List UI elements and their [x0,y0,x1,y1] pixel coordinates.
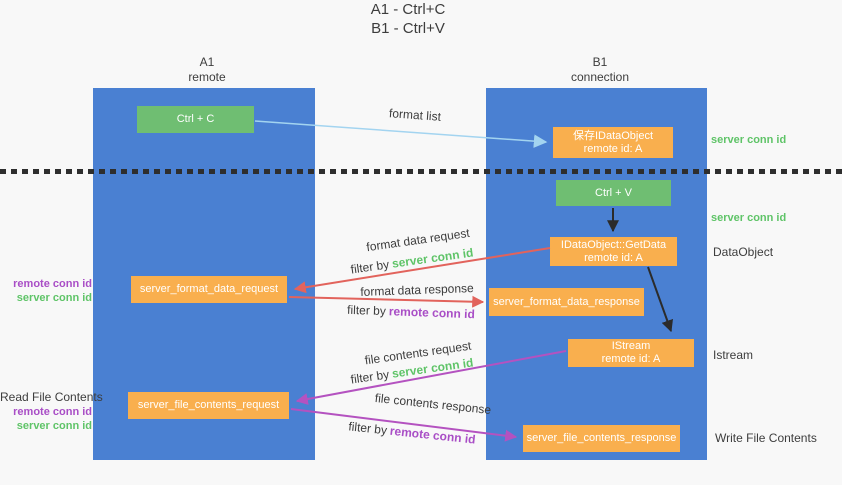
label-group-format-conn-ids: remote conn id server conn id [0,277,92,305]
label-server-conn-id-mid-right: server conn id [711,212,787,224]
node-save-idataobject-line2: remote id: A [583,142,643,155]
node-ctrl-v: Ctrl + V [556,180,671,206]
node-server-format-data-request: server_format_data_request [131,276,287,303]
filter-prefix: filter by [349,257,391,277]
column-a1-name: A1 [199,55,215,69]
filter-keyword-remote-conn-id: remote conn id [389,423,477,447]
flow-label-format-list: format list [388,106,442,124]
label-server-conn-id-left-2: server conn id [16,420,92,432]
title-line-1: A1 - Ctrl+C [370,1,446,18]
label-server-conn-id-left-1: server conn id [16,292,92,304]
node-ctrl-c: Ctrl + C [137,106,254,133]
column-b1-name: B1 [592,55,608,69]
label-server-conn-id-top-right: server conn id [711,134,787,146]
label-remote-conn-id-left-2: remote conn id [13,406,92,418]
node-server-file-contents-response-label: server_file_contents_response [526,432,677,444]
title-line-2: B1 - Ctrl+V [371,20,445,37]
label-dataobject: DataObject [713,245,774,259]
flow-label-format-data-response: format data response [360,281,474,299]
label-write-file-contents: Write File Contents [715,431,817,445]
node-idataobject-getdata-line1: IDataObject::GetData [560,238,667,251]
node-ctrl-c-label: Ctrl + C [176,113,215,125]
filter-keyword-remote-conn-id: remote conn id [388,304,476,322]
column-a1-role: remote [188,70,226,84]
node-server-format-data-response: server_format_data_response [489,288,644,316]
label-istream: Istream [713,348,754,362]
diagram-title: A1 - Ctrl+C B1 - Ctrl+V [0,0,816,38]
node-save-idataobject: 保存IDataObject remote id: A [553,127,673,158]
filter-keyword-server-conn-id: server conn id [391,245,475,271]
node-idataobject-getdata: IDataObject::GetData remote id: A [550,237,677,266]
node-server-format-data-request-label: server_format_data_request [139,283,279,295]
node-save-idataobject-line1: 保存IDataObject [572,129,654,142]
node-istream-line1: IStream [611,340,651,352]
node-server-format-data-response-label: server_format_data_response [493,295,640,308]
node-server-file-contents-request-label: server_file_contents_request [137,399,280,411]
filter-prefix: filter by [349,367,391,387]
label-remote-conn-id-left-1: remote conn id [13,278,92,290]
column-header-b1: B1 connection [540,55,660,85]
node-istream: IStream remote id: A [568,339,694,367]
label-read-file-contents: Read File Contents [0,390,103,404]
session-divider-dotted-line [0,169,842,174]
column-b1-role: connection [570,70,630,84]
node-idataobject-getdata-line2: remote id: A [584,251,643,264]
node-ctrl-v-label: Ctrl + V [595,186,632,199]
node-server-file-contents-request: server_file_contents_request [128,392,289,419]
node-istream-line2: remote id: A [601,353,661,365]
label-group-file-conn-ids: Read File Contents remote conn id server… [0,389,103,433]
node-server-file-contents-response: server_file_contents_response [523,425,680,452]
column-header-a1: A1 remote [147,55,267,85]
filter-prefix: filter by [346,302,387,319]
filter-prefix: filter by [347,419,388,438]
